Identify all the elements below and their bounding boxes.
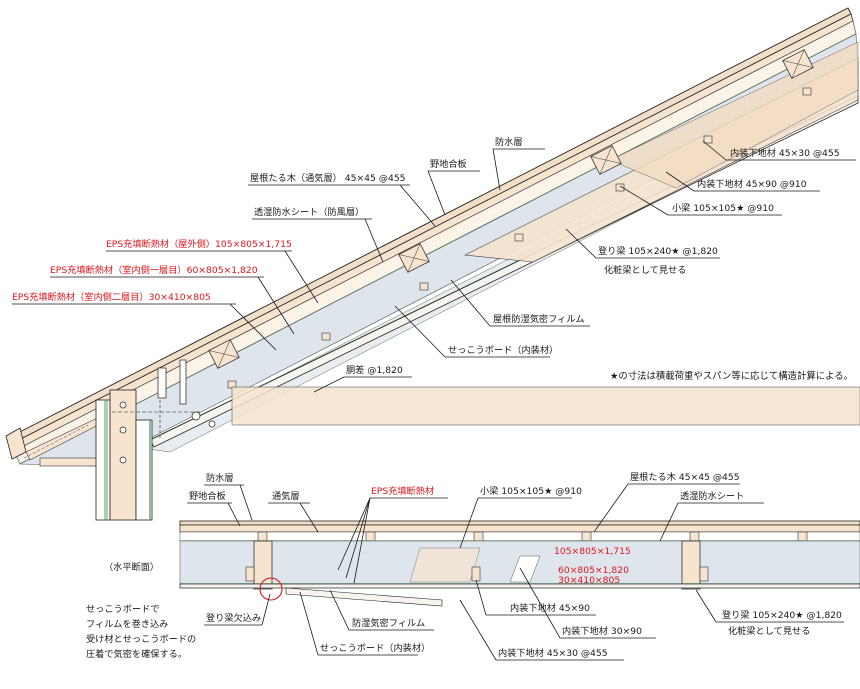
label-gypsum: せっこうボード（内装材）: [448, 344, 558, 356]
h-label-purlin: 小梁 105×105★ @910: [480, 485, 582, 497]
label-star-note: ★の寸法は積載荷重やスパン等に応じて構造計算による。: [610, 370, 853, 382]
eave-hidden-line: [23, 424, 89, 459]
h-label-dim-inner2: 30×410×805: [558, 575, 620, 586]
h-label-rafter-beam-note: 化粧梁として見せる: [728, 625, 810, 637]
h-waterproof-layer: [179, 520, 860, 526]
h-rafter-beam-left: [253, 540, 273, 590]
label-rafter-beam-note: 化粧梁として見せる: [604, 264, 686, 276]
h-label-waterproof: 防水層: [206, 472, 234, 484]
label-eps-outer: EPS充填断熱材（屋外側）105×805×1,715: [106, 238, 292, 250]
h-label-vent-layer: 通気層: [272, 490, 300, 502]
roof-leaders: [12, 140, 856, 393]
roof-rafter-beam-2: [609, 41, 859, 189]
roof-labels: 防水層 野地合板 屋根たる木（通気層） 45×45 @455 透湿防水シート（防…: [12, 136, 853, 382]
label-vapor: 屋根防湿気密フィルム: [493, 313, 585, 325]
h-label-notch: 登り梁欠込み: [206, 612, 261, 624]
label-interior-batten-a: 内装下地材 45×30 @455: [730, 147, 840, 159]
h-label-sheathing: 野地合板: [189, 490, 226, 502]
roof-battens: [227, 87, 812, 389]
h-label-gypsum: せっこうボード（内装材）: [320, 642, 430, 654]
label-sheathing: 野地合板: [430, 158, 467, 170]
h-vent-layer: [179, 531, 860, 542]
h-label-rafter: 屋根たる木 45×45 @455: [630, 471, 740, 483]
tie-beam: [231, 386, 860, 426]
label-breather: 透湿防水シート（防風層）: [254, 206, 364, 218]
horizontal-leaders: [187, 483, 844, 661]
h-label-batten-90: 内装下地材 45×90: [510, 602, 590, 614]
h-note-line-1: せっこうボードで: [86, 604, 160, 615]
h-note-line-4: 圧着で気密を確保する。: [86, 648, 187, 660]
h-label-batten-455: 内装下地材 45×30 @455: [498, 647, 608, 659]
h-sheathing: [179, 524, 860, 533]
label-eps-inner1: EPS充填断熱材（室内側一層目）60×805×1,820: [50, 264, 258, 276]
h-vent-rafters: [257, 531, 808, 542]
h-gypsum-board: [179, 583, 860, 589]
h-label-eps: EPS充填断熱材: [371, 485, 434, 497]
h-battens: [245, 566, 709, 582]
label-purlin: 小梁 105×105★ @910: [672, 202, 774, 214]
roof-sheathing: [10, 13, 854, 452]
h-label-breather: 透湿防水シート: [680, 490, 744, 502]
h-gypsum-return: [285, 587, 443, 607]
h-label-dim-inner1: 60×805×1,820: [558, 565, 629, 576]
wall-section: [95, 359, 216, 521]
h-label-dim-outer: 105×805×1,715: [554, 546, 631, 557]
label-tie-beam: 胴差 @1,820: [346, 364, 403, 376]
label-interior-batten-b: 内装下地材 45×90 @910: [697, 178, 807, 190]
h-label-vapor: 防湿気密フィルム: [352, 617, 425, 629]
label-rafter: 屋根たる木（通気層） 45×45 @455: [250, 172, 406, 184]
horizontal-section: [179, 520, 860, 607]
label-rafter-beam: 登り梁 105×240★ @1,820: [598, 245, 718, 257]
h-label-batten-30x90: 内装下地材 30×90: [562, 625, 642, 637]
label-eps-inner2: EPS充填断熱材（室内側二層目）30×410×805: [12, 291, 211, 303]
h-note-line-2: フィルムを巻き込み: [86, 618, 168, 630]
label-waterproof: 防水層: [495, 136, 523, 148]
h-notch-highlight: [259, 577, 283, 601]
h-rafter-beam-right: [681, 540, 701, 590]
h-title: （水平断面）: [104, 561, 159, 573]
roof-purlins: [208, 49, 814, 369]
horizontal-labels: （水平断面） 防水層 野地合板 通気層 EPS充填断熱材 小梁 105×105★…: [86, 471, 842, 660]
h-purlin-gap: [509, 555, 541, 583]
h-purlin-shadow: [409, 547, 481, 583]
h-note-line-3: 受け材とせっこうボードの: [86, 633, 196, 645]
h-label-rafter-beam: 登り梁 105×240★ @1,820: [722, 609, 842, 621]
roof-section: [5, 7, 859, 467]
